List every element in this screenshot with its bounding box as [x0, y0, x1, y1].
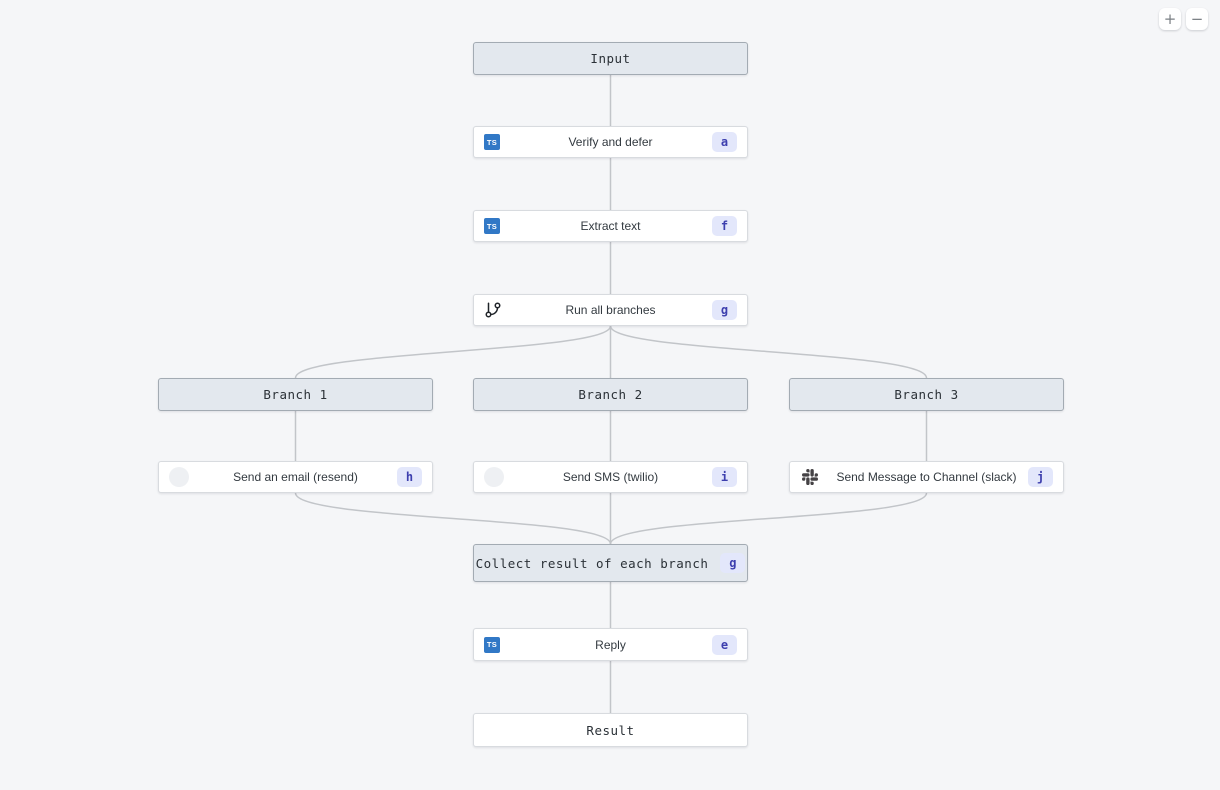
node-branch-3[interactable]: Branch 3	[789, 378, 1064, 411]
resend-icon	[169, 467, 189, 487]
node-extract-text[interactable]: TS Extract text f	[473, 210, 748, 242]
node-label: Verify and defer	[568, 135, 653, 149]
node-run-all-branches[interactable]: Run all branches g	[473, 294, 748, 326]
node-label: Input	[590, 51, 631, 66]
node-label: Reply	[595, 637, 626, 652]
edge	[609, 492, 928, 545]
node-branch-2[interactable]: Branch 2	[473, 378, 748, 411]
node-label: Branch 3	[894, 387, 959, 402]
node-send-sms-twilio[interactable]: Send SMS (twilio) i	[473, 461, 748, 493]
minus-icon: −	[1190, 9, 1204, 28]
step-badge: j	[1028, 467, 1053, 487]
node-label: Send Message to Channel (slack)	[836, 470, 1017, 484]
step-badge: h	[397, 467, 422, 487]
node-branch-1[interactable]: Branch 1	[158, 378, 433, 411]
node-verify-and-defer[interactable]: TS Verify and defer a	[473, 126, 748, 158]
node-result[interactable]: Result	[473, 713, 748, 747]
step-badge: i	[712, 467, 737, 487]
typescript-icon: TS	[484, 636, 500, 653]
edge	[294, 325, 612, 379]
slack-icon	[802, 469, 818, 485]
node-collect-results[interactable]: Collect result of each branch g	[473, 544, 748, 582]
typescript-icon: TS	[484, 134, 500, 150]
node-send-message-slack[interactable]: Send Message to Channel (slack) j	[789, 461, 1064, 493]
zoom-controls: + −	[1159, 8, 1208, 30]
twilio-icon	[484, 467, 504, 487]
node-label: Run all branches	[565, 303, 656, 317]
node-label: Extract text	[580, 219, 641, 233]
node-send-email-resend[interactable]: Send an email (resend) h	[158, 461, 433, 493]
git-branch-icon	[484, 301, 502, 319]
edge	[609, 325, 928, 379]
edge	[294, 492, 612, 545]
node-reply[interactable]: TS Reply e	[473, 628, 748, 661]
node-label: Send SMS (twilio)	[562, 470, 659, 484]
step-badge: f	[712, 216, 737, 236]
node-label: Send an email (resend)	[233, 470, 358, 484]
step-badge: a	[712, 132, 737, 152]
node-input[interactable]: Input	[473, 42, 748, 75]
step-badge: g	[712, 300, 737, 320]
plus-icon: +	[1163, 9, 1177, 28]
step-badge: e	[712, 634, 737, 655]
step-badge: g	[720, 553, 746, 573]
node-label: Result	[586, 722, 635, 738]
node-label: Branch 1	[263, 387, 328, 402]
node-label: Collect result of each branch	[475, 555, 709, 571]
zoom-out-button[interactable]: −	[1186, 8, 1208, 30]
typescript-icon: TS	[484, 218, 500, 234]
node-label: Branch 2	[578, 387, 643, 402]
zoom-in-button[interactable]: +	[1159, 8, 1181, 30]
